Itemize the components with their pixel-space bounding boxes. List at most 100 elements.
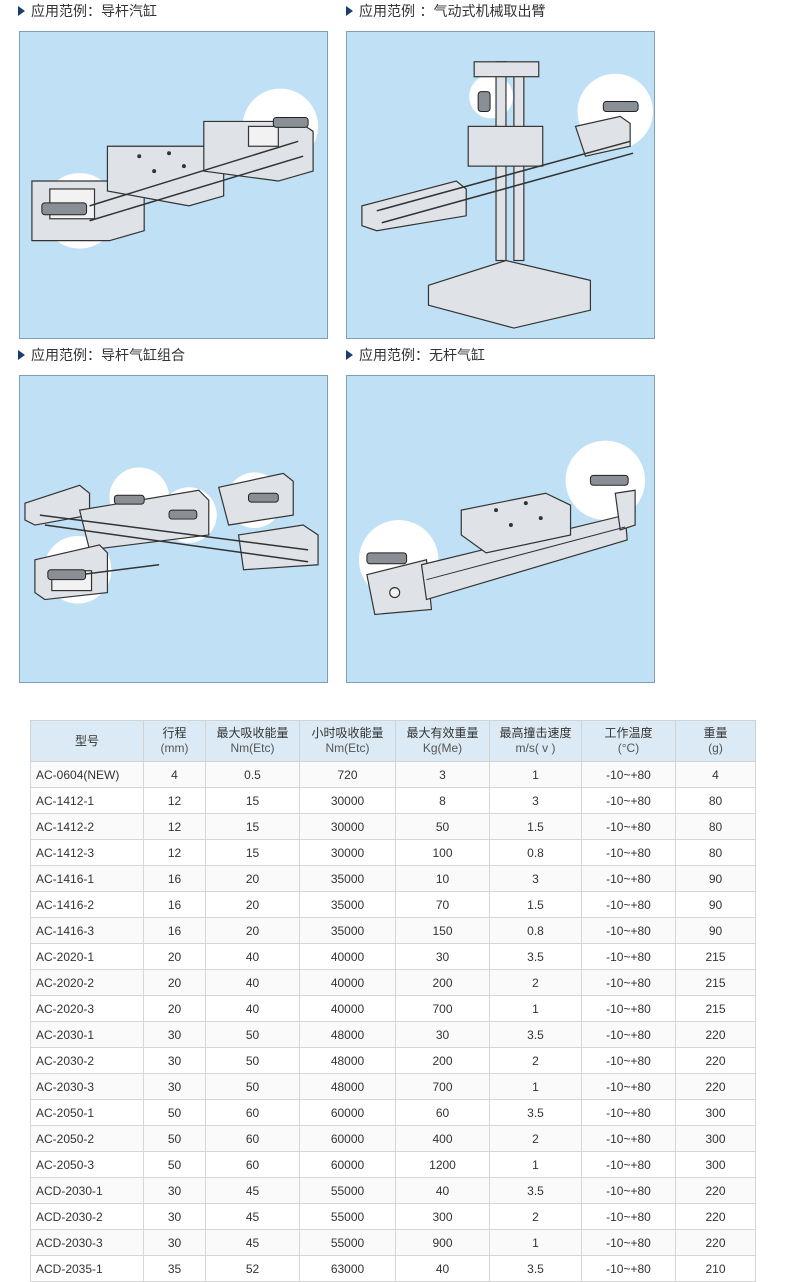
table-cell: 45 bbox=[205, 1203, 300, 1230]
column-header-label: 工作温度 bbox=[604, 726, 653, 740]
model-cell: AC-1412-1 bbox=[30, 787, 144, 814]
table-cell: -10~+80 bbox=[581, 1229, 676, 1256]
caption-text: 应用范例：导杆汽缸 bbox=[31, 4, 157, 20]
table-cell: 60000 bbox=[299, 1099, 396, 1126]
table-cell: -10~+80 bbox=[581, 1047, 676, 1074]
table-cell: 45 bbox=[205, 1229, 300, 1256]
table-cell: 48000 bbox=[299, 1047, 396, 1074]
table-cell: 300 bbox=[675, 1151, 756, 1178]
table-cell: 50 bbox=[205, 1047, 300, 1074]
table-cell: 40000 bbox=[299, 943, 396, 970]
model-cell: AC-2050-1 bbox=[30, 1099, 144, 1126]
table-cell: 215 bbox=[675, 969, 756, 996]
table-cell: 30 bbox=[143, 1073, 206, 1100]
table-cell: 700 bbox=[395, 995, 490, 1022]
caption-text: 应用范例：导杆气缸组合 bbox=[31, 348, 185, 364]
model-cell: AC-1416-1 bbox=[30, 865, 144, 892]
model-cell: AC-1412-2 bbox=[30, 813, 144, 840]
column-header-unit: (mm) bbox=[160, 741, 189, 755]
table-cell: 15 bbox=[205, 813, 300, 840]
table-cell: 3.5 bbox=[489, 943, 582, 970]
table-cell: 80 bbox=[675, 839, 756, 866]
table-cell: 10 bbox=[395, 865, 490, 892]
table-cell: 30000 bbox=[299, 839, 396, 866]
table-cell: 15 bbox=[205, 839, 300, 866]
column-header-label: 型号 bbox=[74, 733, 99, 748]
model-cell: AC-1416-2 bbox=[30, 891, 144, 918]
table-cell: 220 bbox=[675, 1021, 756, 1048]
illustration-pneumatic-arm bbox=[346, 31, 655, 339]
column-header-unit: (°C) bbox=[617, 741, 640, 755]
table-cell: 60 bbox=[205, 1151, 300, 1178]
column-header: 工作温度(°C) bbox=[581, 720, 676, 762]
column-header-label: 重量 bbox=[703, 726, 728, 740]
table-cell: 20 bbox=[143, 995, 206, 1022]
table-cell: 3.5 bbox=[489, 1021, 582, 1048]
table-cell: 20 bbox=[205, 891, 300, 918]
table-cell: 90 bbox=[675, 891, 756, 918]
table-cell: 220 bbox=[675, 1203, 756, 1230]
model-cell: ACD-2035-1 bbox=[30, 1255, 144, 1282]
caption-pneumatic-arm: 应用范例 ：气动式机械取出臂 bbox=[346, 1, 545, 21]
table-cell: -10~+80 bbox=[581, 1177, 676, 1204]
table-cell: 40 bbox=[395, 1255, 490, 1282]
table-cell: 8 bbox=[395, 787, 490, 814]
table-cell: 80 bbox=[675, 813, 756, 840]
caption-guide-rod-cylinder: 应用范例：导杆汽缸 bbox=[18, 1, 157, 21]
table-cell: -10~+80 bbox=[581, 839, 676, 866]
table-cell: 100 bbox=[395, 839, 490, 866]
table-cell: -10~+80 bbox=[581, 761, 676, 788]
table-cell: 60 bbox=[395, 1099, 490, 1126]
column-header: 型号 bbox=[30, 720, 144, 762]
triangle-marker-icon bbox=[18, 350, 25, 360]
table-cell: 220 bbox=[675, 1229, 756, 1256]
model-cell: AC-1416-3 bbox=[30, 917, 144, 944]
table-cell: 35000 bbox=[299, 865, 396, 892]
table-cell: 3 bbox=[489, 865, 582, 892]
table-cell: 16 bbox=[143, 891, 206, 918]
model-cell: AC-2030-2 bbox=[30, 1047, 144, 1074]
table-cell: 215 bbox=[675, 943, 756, 970]
model-cell: AC-2050-2 bbox=[30, 1125, 144, 1152]
model-cell: AC-0604(NEW) bbox=[30, 761, 144, 788]
column-header-label: 行程 bbox=[162, 726, 187, 740]
table-cell: 40000 bbox=[299, 995, 396, 1022]
table-cell: 3.5 bbox=[489, 1099, 582, 1126]
table-cell: 1 bbox=[489, 1151, 582, 1178]
table-cell: -10~+80 bbox=[581, 995, 676, 1022]
table-cell: 50 bbox=[143, 1125, 206, 1152]
table-cell: 1.5 bbox=[489, 813, 582, 840]
table-cell: -10~+80 bbox=[581, 1203, 676, 1230]
table-cell: 2 bbox=[489, 1047, 582, 1074]
table-cell: 63000 bbox=[299, 1255, 396, 1282]
table-cell: 220 bbox=[675, 1047, 756, 1074]
table-cell: 90 bbox=[675, 865, 756, 892]
table-cell: 2 bbox=[489, 1125, 582, 1152]
table-cell: 30 bbox=[143, 1177, 206, 1204]
table-cell: 48000 bbox=[299, 1073, 396, 1100]
table-cell: 215 bbox=[675, 995, 756, 1022]
table-cell: 70 bbox=[395, 891, 490, 918]
table-cell: 30000 bbox=[299, 813, 396, 840]
table-cell: 40 bbox=[205, 969, 300, 996]
table-cell: 30000 bbox=[299, 787, 396, 814]
model-cell: AC-2020-1 bbox=[30, 943, 144, 970]
table-cell: 45 bbox=[205, 1177, 300, 1204]
table-cell: 1200 bbox=[395, 1151, 490, 1178]
table-cell: 3.5 bbox=[489, 1177, 582, 1204]
table-cell: 20 bbox=[143, 969, 206, 996]
rodless-cylinder-drawing bbox=[358, 440, 646, 616]
column-header-unit: Nm(Etc) bbox=[230, 741, 275, 755]
column-header-unit: Kg(Me) bbox=[422, 741, 463, 755]
